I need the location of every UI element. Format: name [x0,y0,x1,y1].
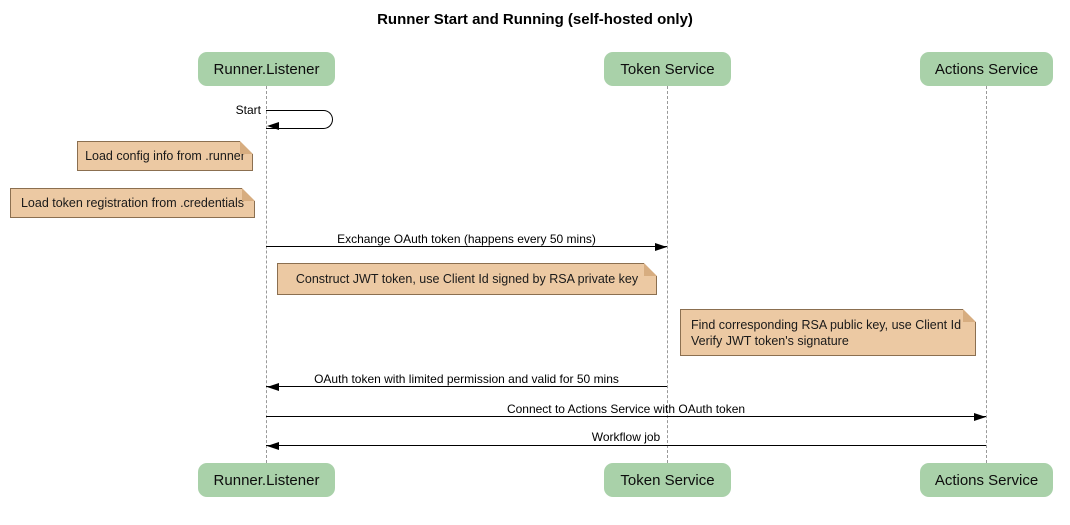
note-text: Load config info from .runner [85,149,245,163]
actor-actions-service-bottom: Actions Service [920,463,1053,497]
message-connect-line [266,416,986,417]
lifeline-token-service [667,86,668,463]
actor-label: Runner.Listener [213,471,320,489]
diagram-title: Runner Start and Running (self-hosted on… [377,11,693,28]
actor-runner-listener-bottom: Runner.Listener [198,463,335,497]
message-workflow-job-line [266,445,986,446]
actor-actions-service-top: Actions Service [920,52,1053,86]
arrowhead [267,442,279,450]
note-load-config: Load config info from .runner [77,141,253,171]
actor-token-service-bottom: Token Service [604,463,731,497]
actor-token-service-top: Token Service [604,52,731,86]
message-exchange-oauth-line [266,246,667,247]
arrowhead [267,122,279,130]
actor-label: Actions Service [934,60,1039,78]
note-text-line1: Find corresponding RSA public key, use C… [691,317,962,332]
lifeline-actions-service [986,86,987,463]
actor-runner-listener-top: Runner.Listener [198,52,335,86]
message-oauth-return-line [266,386,667,387]
arrowhead [267,383,279,391]
actor-label: Token Service [620,60,715,78]
message-workflow-job-label: Workflow job [591,430,661,444]
lifeline-runner-listener [266,86,267,463]
message-start-label: Start [235,103,261,117]
note-text: Load token registration from .credential… [20,196,245,210]
note-find-rsa-key: Find corresponding RSA public key, use C… [680,309,976,356]
arrowhead [974,413,986,421]
note-load-token-registration: Load token registration from .credential… [10,188,255,218]
message-exchange-oauth-label: Exchange OAuth token (happens every 50 m… [337,232,596,246]
note-text-line2: Verify JWT token's signature [691,333,849,348]
note-construct-jwt: Construct JWT token, use Client Id signe… [277,263,657,295]
actor-label: Runner.Listener [213,60,320,78]
actor-label: Token Service [620,471,715,489]
note-text: Construct JWT token, use Client Id signe… [295,272,639,286]
arrowhead [655,243,667,251]
message-start-loop [266,110,333,129]
actor-label: Actions Service [934,471,1039,489]
message-oauth-return-label: OAuth token with limited permission and … [314,372,619,386]
message-connect-label: Connect to Actions Service with OAuth to… [506,402,746,416]
